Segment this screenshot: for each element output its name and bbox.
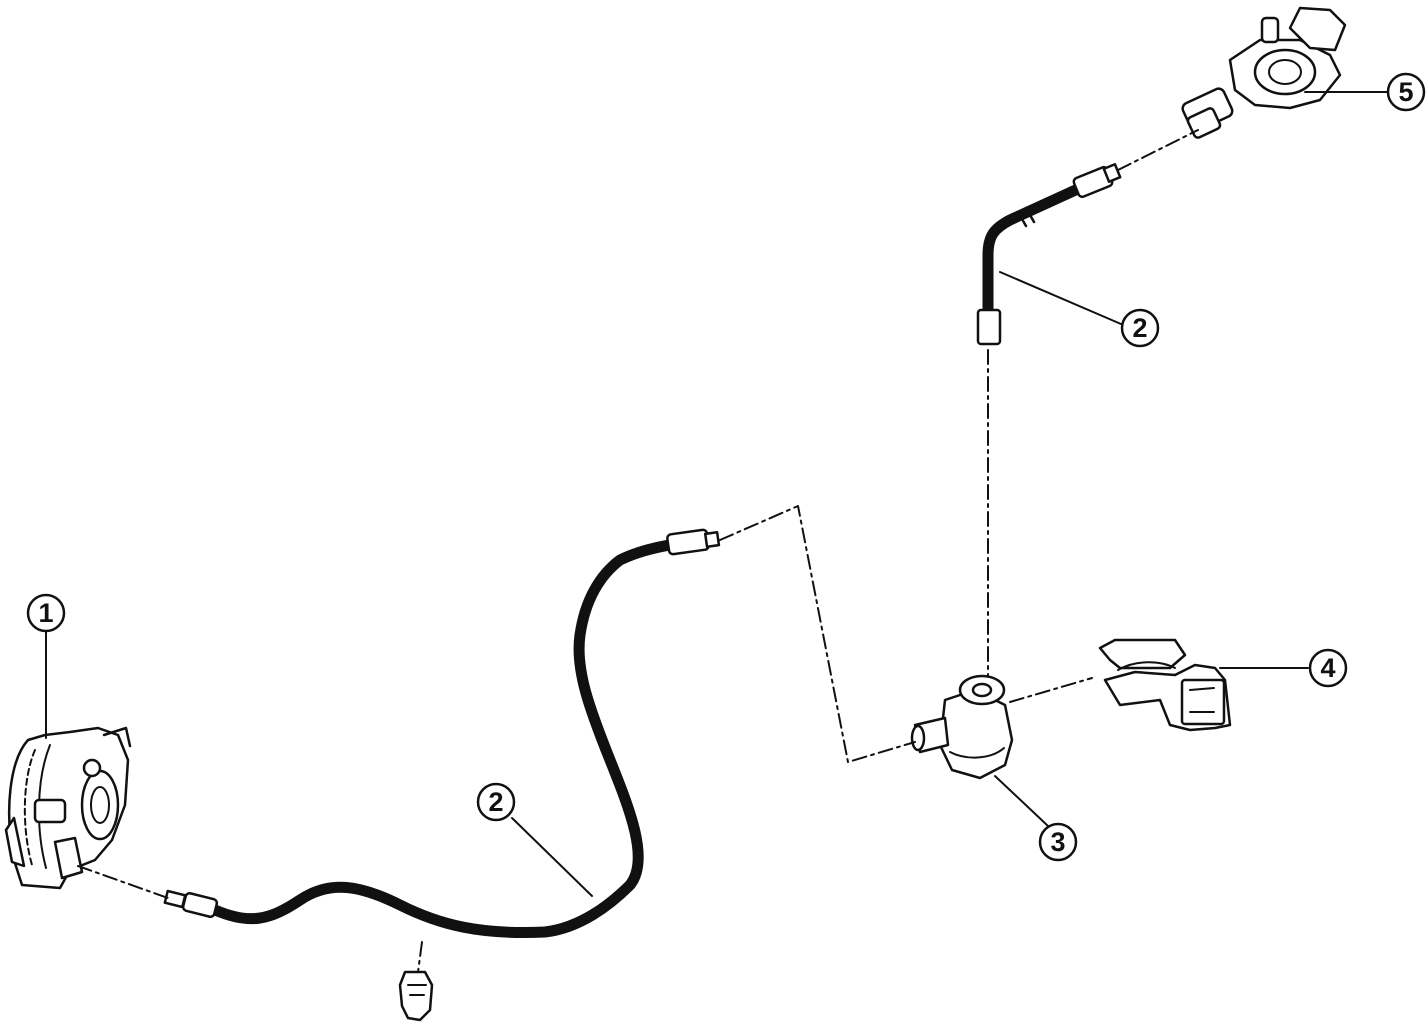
callout-4: 4	[1308, 648, 1348, 688]
callout-1-label: 1	[38, 598, 53, 628]
part-1-slave-cylinder	[4, 726, 132, 890]
callout-3-label: 3	[1050, 827, 1065, 857]
assembly-centerlines	[77, 129, 1199, 973]
part-2-lower-pipe	[163, 528, 721, 938]
callout-2-upper-label: 2	[1132, 313, 1147, 343]
callout-5: 5	[1386, 72, 1426, 112]
part-5-master-cylinder	[1181, 6, 1347, 139]
pipe-clip	[398, 970, 434, 1022]
leader-lines	[45, 91, 1389, 897]
part-4-bracket	[1098, 638, 1232, 732]
callout-2-upper: 2	[1120, 308, 1160, 348]
callout-5-label: 5	[1398, 77, 1413, 107]
callout-1: 1	[26, 593, 66, 633]
callout-4-label: 4	[1320, 653, 1335, 683]
part-2-upper-pipe	[976, 163, 1122, 346]
callout-3: 3	[1038, 822, 1078, 862]
callout-2-lower-label: 2	[488, 787, 503, 817]
callout-2-lower: 2	[476, 782, 516, 822]
part-3-connector-fitting	[910, 674, 1014, 780]
